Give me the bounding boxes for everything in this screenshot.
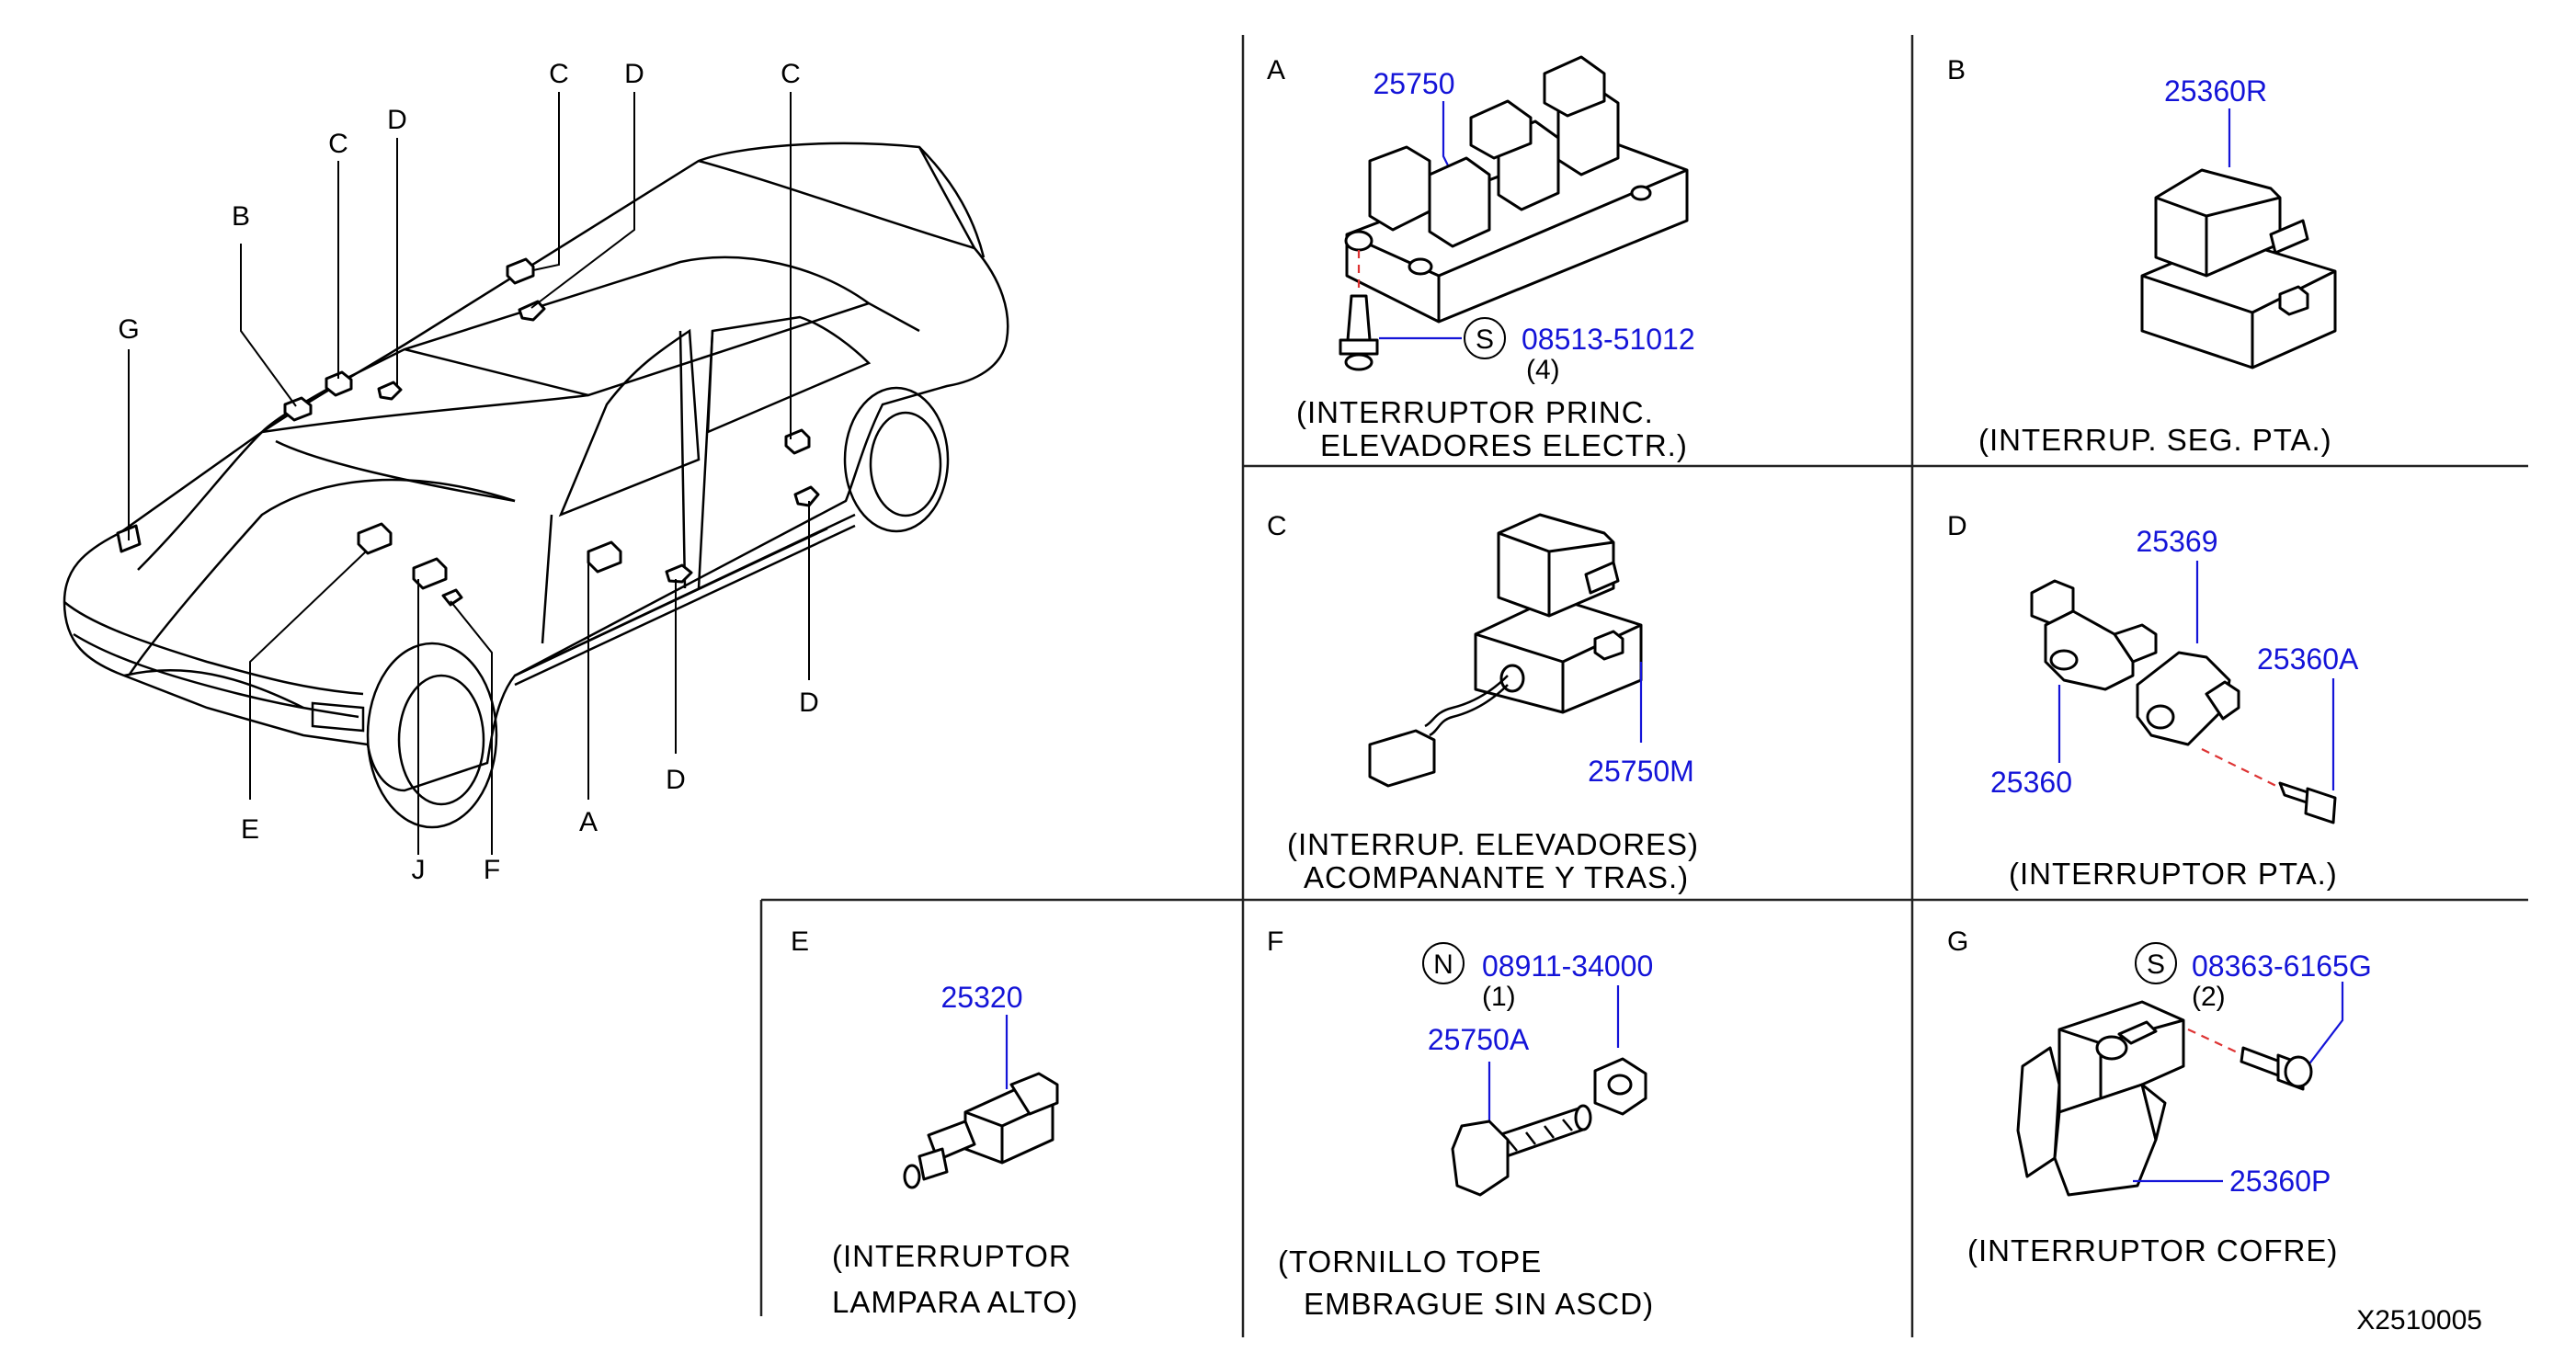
panel-g-letter: G [1947, 926, 1968, 957]
panel-c-caption-2: ACOMPANANTE Y TRAS.) [1304, 860, 1689, 894]
car-rear-wheel [843, 386, 950, 533]
panel-a: A 25750 S 08513-51012 (4) [1267, 55, 1695, 462]
passenger-window-switch-drawing [1368, 513, 1643, 788]
callout-g: G [118, 314, 139, 345]
stop-lamp-switch-drawing [903, 1072, 1059, 1189]
callout-d-right: D [799, 688, 819, 718]
car-side-windows [558, 315, 872, 517]
screw-g-part-number: 08363-6165G [2192, 949, 2372, 983]
panel-d: D 25369 25360A 25360 (INTERRUPTOR PTA.) [1947, 511, 2359, 891]
panel-g: G S 08363-6165G (2) 25360P (INTERRUPTOR … [1947, 926, 2372, 1267]
car-rear-window [698, 146, 986, 258]
screw-g-symbol: S [2135, 942, 2177, 984]
callout-f: F [484, 855, 500, 885]
svg-text:S: S [1476, 324, 1494, 355]
panel-d-part-right: 25360A [2257, 642, 2359, 676]
callout-d-bottom: D [666, 765, 686, 795]
callout-a: A [579, 807, 598, 837]
screw-a-drawing [1339, 294, 1379, 371]
panel-f: F N 08911-34000 (1) 25750A (TORNILLO TOP… [1267, 926, 1654, 1321]
callout-e: E [241, 814, 259, 845]
door-switch-drawing [2030, 579, 2240, 746]
callout-d-left: D [387, 105, 407, 135]
panel-e-caption-1: (INTERRUPTOR [832, 1239, 1072, 1273]
panel-f-letter: F [1267, 926, 1283, 957]
callout-c-right: C [781, 59, 801, 89]
car-front-wheel [366, 642, 498, 829]
nut-f-part-number: 08911-34000 [1482, 949, 1653, 983]
panel-d-letter: D [1947, 511, 1967, 541]
panel-b-letter: B [1947, 55, 1966, 85]
car-overview: C D C C D B G E J F A D D [63, 59, 1009, 885]
car-hood [123, 431, 516, 710]
car-front-bumper [63, 601, 365, 733]
screw-d-drawing [2278, 781, 2337, 824]
screw-a-symbol: S [1464, 317, 1506, 359]
panel-c-caption-1: (INTERRUP. ELEVADORES) [1287, 827, 1699, 861]
panel-a-part-number: 25750 [1373, 67, 1455, 100]
svg-text:S: S [2147, 949, 2165, 980]
panel-c-part-number: 25750M [1588, 755, 1694, 788]
master-window-switch-drawing [1344, 55, 1689, 324]
panel-g-part-number: 25360P [2229, 1165, 2331, 1198]
screw-g-qty: (2) [2192, 982, 2226, 1012]
panel-frame [759, 35, 2528, 1337]
car-door-lines [514, 330, 828, 677]
car-callout-labels: C D C C D B G E J F A D D [118, 59, 819, 885]
panel-a-letter: A [1267, 55, 1285, 85]
panel-a-caption-2: ELEVADORES ELECTR.) [1320, 428, 1688, 462]
panel-f-caption-1: (TORNILLO TOPE [1278, 1245, 1542, 1279]
nut-f-qty: (1) [1482, 982, 1516, 1012]
panel-d-caption: (INTERRUPTOR PTA.) [2009, 857, 2338, 891]
callout-d-top: D [624, 59, 644, 89]
panel-e-caption-2: LAMPARA ALTO) [832, 1285, 1078, 1319]
screw-g-drawing [2240, 1046, 2313, 1091]
panel-f-caption-2: EMBRAGUE SIN ASCD) [1304, 1287, 1654, 1321]
nut-f-symbol: N [1422, 942, 1465, 984]
panel-b: B 25360R (INTERRUP. SEG. PTA.) [1947, 55, 2337, 457]
car-windshield [261, 393, 589, 503]
panel-g-caption: (INTERRUPTOR COFRE) [1967, 1233, 2338, 1267]
panel-c: C 25750M (INTERRUP. ELEVADORES) ACOMPANA… [1267, 511, 1699, 894]
panel-d-part-left: 25360 [1990, 766, 2072, 799]
panel-d-part-top: 25369 [2137, 525, 2218, 558]
panel-e-part-number: 25320 [941, 981, 1023, 1014]
car-leader-lines [128, 92, 810, 855]
panel-b-part-number: 25360R [2164, 74, 2267, 108]
screw-a-part-number: 08513-51012 [1522, 323, 1695, 356]
panel-e-letter: E [791, 926, 809, 957]
stopper-bolt-drawing [1451, 1104, 1592, 1197]
svg-text:N: N [1433, 949, 1453, 980]
callout-b: B [232, 201, 250, 232]
diagram-id: X2510005 [2356, 1305, 2482, 1336]
car-roof [261, 256, 920, 433]
panel-e: E 25320 (INTERRUPTOR LAMPARA ALTO) [791, 926, 1078, 1319]
panel-f-part-number: 25750A [1428, 1023, 1530, 1056]
panel-a-caption-1: (INTERRUPTOR PRINC. [1296, 395, 1654, 429]
screw-a-qty: (4) [1526, 355, 1560, 385]
panel-c-letter: C [1267, 511, 1287, 541]
nut-f-drawing [1593, 1057, 1647, 1116]
callout-j: J [412, 855, 426, 885]
callout-c-top: C [549, 59, 569, 89]
car-body-outline [63, 142, 1009, 792]
hood-switch-drawing [2016, 1000, 2185, 1197]
panel-b-caption: (INTERRUP. SEG. PTA.) [1978, 423, 2332, 457]
callout-c-left: C [328, 129, 348, 159]
door-safety-switch-drawing [2140, 168, 2337, 369]
car-switch-markers [116, 257, 820, 607]
